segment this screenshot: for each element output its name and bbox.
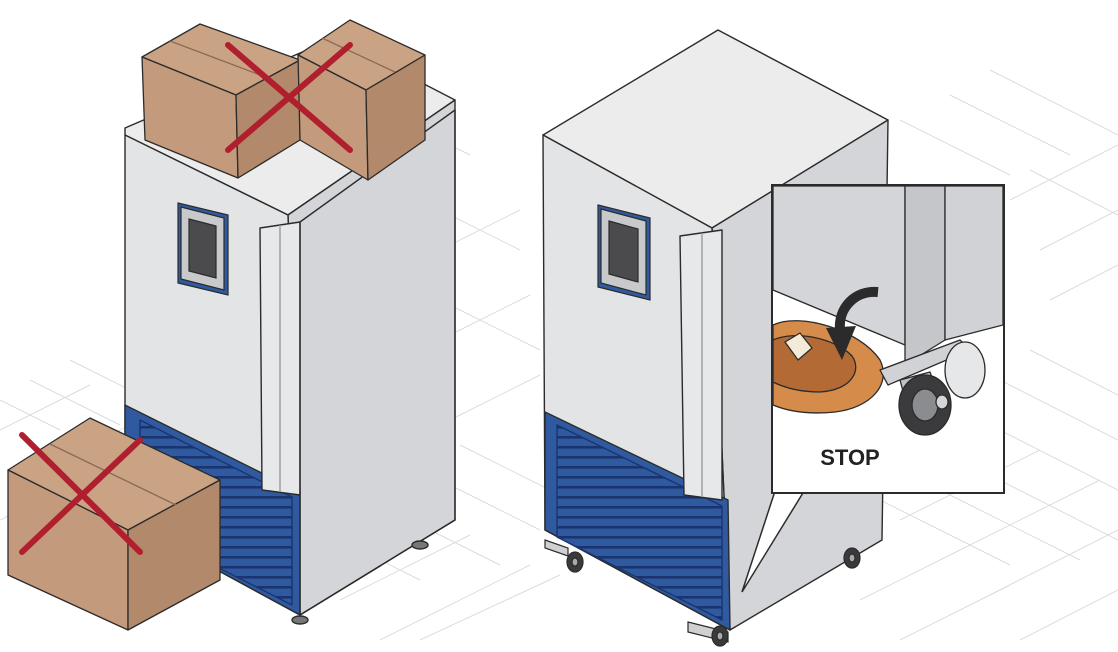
stop-callout: STOP bbox=[772, 185, 1004, 493]
stop-label: STOP bbox=[820, 445, 880, 470]
control-panel-screen bbox=[178, 203, 228, 295]
caster-wheel-icon bbox=[844, 548, 860, 568]
control-panel-screen bbox=[598, 205, 650, 300]
